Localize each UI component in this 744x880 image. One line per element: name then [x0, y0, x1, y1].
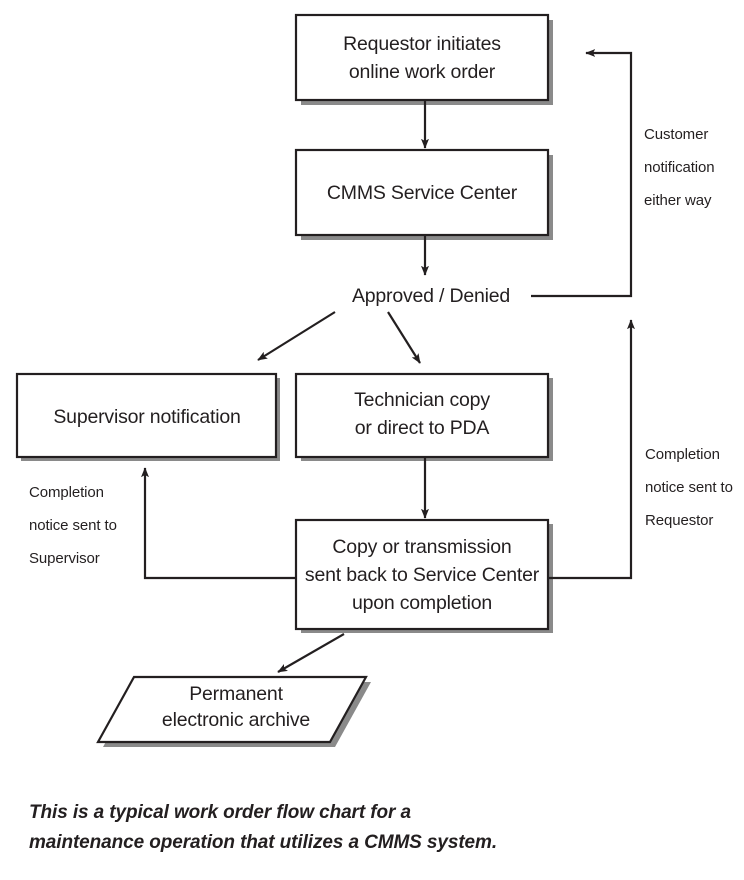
node-technician-copy-label: Technician copy: [354, 389, 490, 411]
node-permanent-archive-label-2: electronic archive: [162, 709, 310, 731]
edge-label-customer-notification-line1: Customer: [644, 126, 708, 143]
node-copy-transmission-label-2: sent back to Service Center: [305, 564, 540, 586]
node-supervisor-notification-box[interactable]: [15, 372, 278, 459]
node-requestor-label: Requestor initiates: [343, 33, 501, 55]
edge-label-completion-supervisor-line1: Completion: [29, 484, 104, 501]
connector-copy-transmission-to-archive: [277, 633, 345, 673]
node-service-center-box[interactable]: [294, 148, 550, 237]
connector-decision-to-technician: [387, 311, 421, 364]
node-permanent-archive-label: Permanent: [189, 683, 283, 705]
node-technician-copy-box[interactable]: [294, 372, 550, 459]
node-technician-copy-label-2: or direct to PDA: [355, 417, 490, 439]
node-decision-label: Approved / Denied: [352, 285, 510, 307]
connector-decision-to-requestor-feedback: [531, 49, 633, 298]
connector-copy-transmission-to-supervisor: [141, 467, 296, 580]
edge-label-customer-notification-line3: either way: [644, 192, 712, 209]
edge-label-completion-requestor-line2: notice sent to: [645, 479, 733, 496]
edge-label-customer-notification-line2: notification: [644, 159, 715, 176]
caption-line-2: maintenance operation that utilizes a CM…: [29, 832, 497, 853]
node-permanent-archive-shape[interactable]: [96, 675, 368, 744]
connector-copy-transmission-to-requestor: [548, 319, 635, 580]
connector-decision-to-supervisor: [257, 311, 336, 361]
node-supervisor-notification-label: Supervisor notification: [53, 406, 240, 428]
edge-label-completion-supervisor-line2: notice sent to: [29, 517, 117, 534]
node-requestor-label-2: online work order: [349, 61, 496, 83]
node-service-center-label: CMMS Service Center: [327, 182, 518, 204]
edge-label-completion-requestor-line1: Completion: [645, 446, 720, 463]
node-copy-transmission-box[interactable]: [294, 518, 550, 631]
caption-line-1: This is a typical work order flow chart …: [29, 802, 411, 823]
node-copy-transmission-label: Copy or transmission: [332, 536, 511, 558]
node-requestor-box[interactable]: [294, 13, 550, 102]
node-copy-transmission-label-3: upon completion: [352, 592, 492, 614]
edge-label-completion-supervisor-line3: Supervisor: [29, 550, 100, 567]
edge-label-completion-requestor-line3: Requestor: [645, 512, 713, 529]
